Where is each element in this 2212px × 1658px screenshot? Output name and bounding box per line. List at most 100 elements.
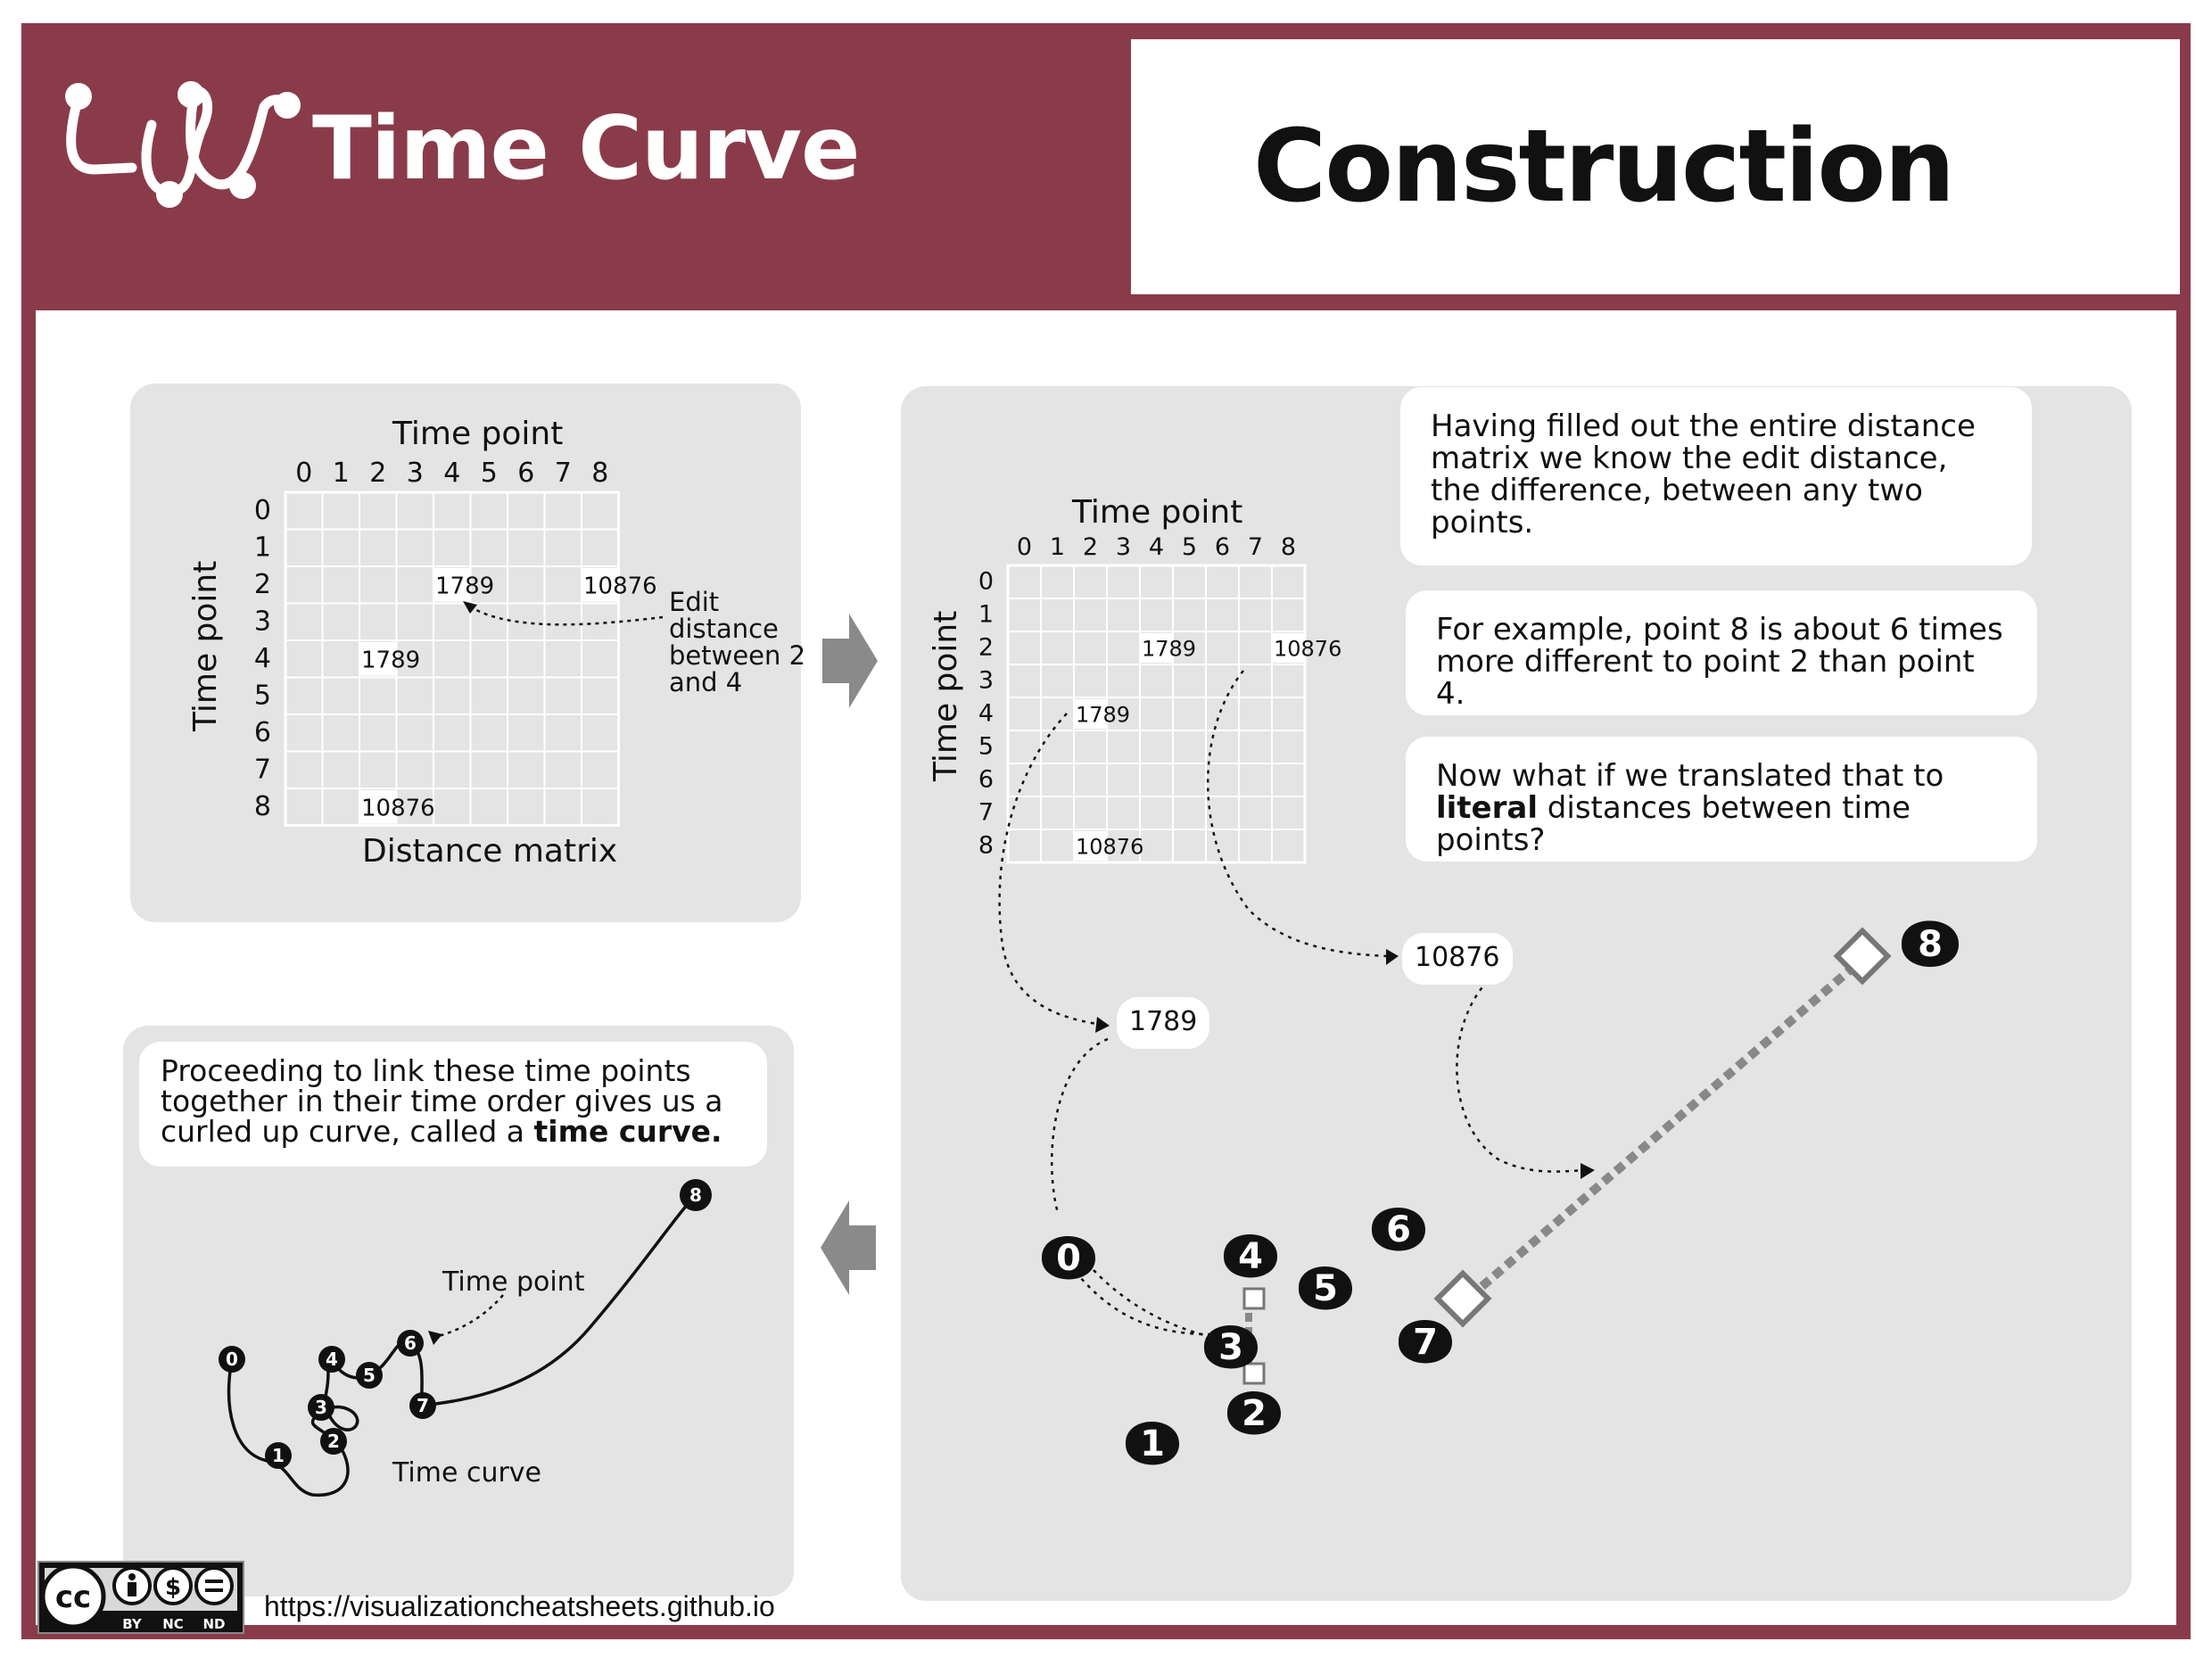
matrix-cell [433, 788, 472, 827]
annotation-line: and 4 [669, 667, 743, 697]
row-label: 7 [978, 799, 994, 827]
arrow-left-icon [821, 1200, 876, 1295]
time-point-label: 8 [1918, 924, 1943, 965]
time-point-marker [1398, 1320, 1453, 1364]
matrix-cell [359, 602, 398, 641]
col-label: 3 [1116, 533, 1131, 561]
time-point-marker [1125, 1422, 1180, 1465]
cell-value: 10876 [361, 796, 435, 822]
note-time-curve: Proceeding to link these time points tog… [139, 1042, 767, 1167]
matrix-cell [543, 676, 582, 715]
matrix-caption: Distance matrix [362, 833, 618, 870]
time-point-label: 4 [326, 1349, 338, 1370]
note-text: Now what if we translated that to [1436, 758, 1944, 794]
matrix-cell [543, 788, 582, 827]
col-label: 5 [481, 458, 498, 489]
note-text: distances between time points? [1436, 790, 1911, 858]
note-bold-text: time curve. [533, 1114, 722, 1149]
time-point-marker [1041, 1236, 1096, 1280]
note-distance-matrix: Having filled out the entire distance ma… [1400, 387, 2032, 565]
col-label: 8 [591, 458, 608, 489]
matrix-cell [1271, 598, 1306, 632]
time-point-label: Time point [442, 1266, 585, 1298]
row-label: 3 [978, 667, 994, 695]
time-point-marker [320, 1428, 347, 1455]
matrix-annotation: Edit distance between 2 and 4 [669, 589, 805, 696]
matrix-cell [321, 528, 360, 567]
annotation-line: Edit [669, 587, 720, 617]
endpoint-marker [1833, 927, 1892, 986]
highlighted-cell [359, 790, 397, 824]
col-label: 4 [443, 458, 460, 489]
row-label: 7 [254, 754, 271, 785]
matrix-cell [469, 602, 508, 641]
matrix-cell [285, 565, 324, 605]
annotation-line: distance [669, 614, 779, 644]
time-point-label: 6 [1386, 1209, 1411, 1250]
time-curve-label: Time curve [392, 1457, 542, 1489]
time-point-label: 5 [363, 1365, 376, 1386]
page-title: Construction [1253, 109, 1955, 225]
license-nd: ND [202, 1616, 225, 1632]
time-point-marker [1901, 920, 1960, 968]
annotation-line: between 2 [669, 640, 806, 671]
time-point-label: 3 [1218, 1327, 1243, 1368]
time-point-marker [1371, 1208, 1426, 1251]
time-point-label: 6 [404, 1332, 417, 1354]
arrow-right-icon [822, 614, 878, 708]
time-point-marker [409, 1392, 436, 1419]
svg-text:cc: cc [55, 1580, 91, 1615]
time-point-label: 0 [226, 1349, 238, 1370]
time-point-marker [356, 1362, 383, 1389]
col-label: 0 [1017, 533, 1032, 561]
col-label: 6 [517, 458, 534, 489]
callout-10876: 10876 [1402, 933, 1513, 985]
col-label: 2 [369, 458, 386, 489]
row-label: 3 [254, 606, 271, 637]
matrix-cell [581, 528, 620, 567]
col-label: 1 [333, 458, 350, 489]
row-label: 5 [978, 733, 994, 761]
cell-value: 10876 [1274, 636, 1341, 661]
footer-url-link[interactable]: https://visualizationcheatsheets.github.… [264, 1590, 775, 1622]
time-point-label: 1 [1140, 1423, 1165, 1464]
matrix-cell [285, 714, 324, 753]
matrix-cell [1172, 763, 1207, 797]
col-label: 1 [1050, 533, 1065, 561]
row-label: 0 [254, 495, 271, 526]
time-curve-path [227, 1193, 697, 1497]
time-curve-logo [65, 81, 301, 208]
col-label: 7 [1248, 533, 1263, 561]
matrix-cell [543, 639, 582, 679]
matrix2-top-label: Time point [1072, 494, 1243, 531]
row-label: 0 [978, 568, 994, 596]
matrix-cell [581, 639, 620, 679]
time-point-marker [318, 1346, 345, 1373]
col-label: 0 [295, 458, 312, 489]
matrix-cell [1106, 631, 1141, 665]
highlighted-cell [359, 642, 397, 676]
matrix-cell [543, 602, 582, 641]
cell-value: 10876 [583, 573, 657, 600]
license-by: BY [122, 1616, 143, 1632]
cc-license-badge[interactable]: cc $ BY NC ND [37, 1561, 244, 1634]
row-label: 4 [254, 643, 271, 674]
row-label: 1 [978, 601, 994, 629]
matrix-cell [285, 639, 324, 679]
time-point-marker [1223, 1234, 1278, 1278]
matrix-top-label: Time point [392, 416, 564, 452]
cell-value: 1789 [361, 648, 420, 674]
license-nc: NC [162, 1616, 184, 1632]
note-literal-distances: Now what if we translated that to litera… [1406, 737, 2037, 862]
time-point-label: 8 [689, 1184, 702, 1206]
row-label: 5 [254, 680, 271, 711]
matrix-cell [543, 714, 582, 753]
cell-value: 1789 [435, 573, 494, 600]
time-point-marker [1298, 1266, 1353, 1310]
matrix-cell [507, 528, 546, 567]
time-point-marker [397, 1330, 424, 1357]
row-label: 6 [254, 717, 271, 748]
